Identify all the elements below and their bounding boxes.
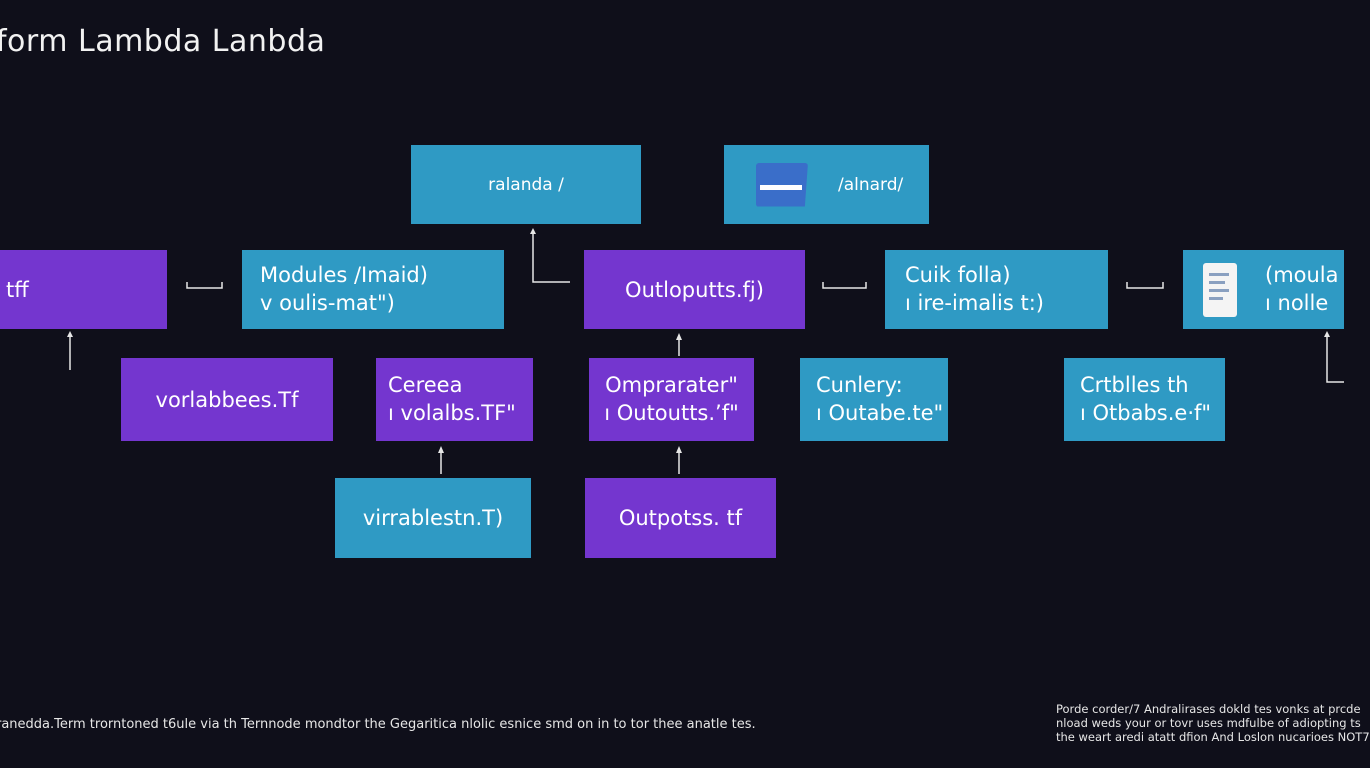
connector-bracket-3	[1126, 282, 1164, 289]
footer-caption: ranedda.Term trorntoned t6ule via th Ter…	[0, 717, 756, 732]
node-moula-line-1: (moula	[1265, 263, 1339, 288]
node-cuik-line-2: ı ire-imalis t:)	[905, 290, 1044, 315]
arrowhead	[67, 331, 73, 337]
node-tff[interactable]: tff	[0, 250, 167, 329]
node-cereea-line-2: ı volalbs.TF"	[388, 400, 516, 425]
footer-notes: Porde corder/7 Andralirases dokld tes vo…	[1056, 702, 1370, 744]
connector-right-edge	[1326, 333, 1344, 383]
page-title: form Lambda Lanbda	[0, 24, 326, 59]
node-cunlery-line-2: ı Outabe.te"	[816, 400, 944, 425]
node-modules-line-2: v oulis-mat")	[260, 290, 395, 315]
node-crtblles-line-1: Crtblles th	[1080, 373, 1189, 398]
node-alnard-label: /alnard/	[838, 174, 904, 195]
node-cunlery-line-1: Cunlery:	[816, 373, 903, 398]
node-moula-line-2: ı nolle	[1265, 290, 1329, 315]
footer-notes-line-2: nload weds your or tovr uses mdfulbe of …	[1056, 716, 1361, 730]
node-vorlabbees-label: vorlabbees.Tf	[155, 387, 299, 412]
node-outputs-main[interactable]: Outloputts.fj)	[584, 250, 805, 329]
node-moula[interactable]: (moula ı nolle	[1183, 250, 1344, 329]
node-cuik[interactable]: Cuik folla) ı ire-imalis t:)	[885, 250, 1108, 329]
connector-bracket-1	[186, 282, 223, 289]
node-modules[interactable]: Modules /Imaid) v oulis-mat")	[242, 250, 504, 329]
node-cereea[interactable]: Cereea ı volalbs.TF"	[376, 358, 533, 441]
node-cunlery[interactable]: Cunlery: ı Outabe.te"	[800, 358, 948, 441]
node-ompraraten-line-1: Omprarater"	[605, 373, 738, 398]
document-icon	[1203, 262, 1237, 317]
arrowhead	[676, 333, 682, 340]
node-outpotss-label: Outpotss. tf	[618, 506, 743, 530]
node-alnard[interactable]: /alnard/	[724, 145, 929, 224]
arrowhead	[530, 228, 536, 234]
node-virrablestn[interactable]: virrablestn.T)	[335, 478, 531, 558]
node-outputs-main-label: Outloputts.fj)	[625, 277, 764, 302]
connector-bracket-2	[822, 282, 867, 289]
node-cereea-line-1: Cereea	[388, 373, 463, 398]
node-outpotss[interactable]: Outpotss. tf	[585, 478, 776, 558]
node-tff-label: tff	[6, 277, 29, 302]
arrowhead	[1324, 331, 1330, 337]
arrowhead	[676, 446, 682, 453]
node-cuik-line-1: Cuik folla)	[905, 263, 1011, 288]
node-vorlabbees[interactable]: vorlabbees.Tf	[121, 358, 333, 441]
node-ralanda-label: ralanda /	[488, 174, 564, 195]
node-crtblles-line-2: ı Otbabs.e·f"	[1080, 400, 1212, 425]
node-virrablestn-label: virrablestn.T)	[362, 506, 504, 530]
node-ralanda[interactable]: ralanda /	[411, 145, 641, 224]
node-modules-line-1: Modules /Imaid)	[260, 263, 428, 288]
arrowhead	[438, 446, 444, 453]
connector-top-to-outputs	[532, 232, 570, 283]
node-ompraraten-line-2: ı Outoutts.’f"	[604, 400, 739, 425]
node-crtblles[interactable]: Crtblles th ı Otbabs.e·f"	[1064, 358, 1225, 441]
node-ompraraten[interactable]: Omprarater" ı Outoutts.’f"	[589, 358, 754, 441]
footer-notes-line-3: the weart aredi atatt dfion And Loslon n…	[1056, 730, 1370, 744]
window-icon	[756, 162, 808, 207]
footer-notes-line-1: Porde corder/7 Andralirases dokld tes vo…	[1056, 702, 1361, 716]
